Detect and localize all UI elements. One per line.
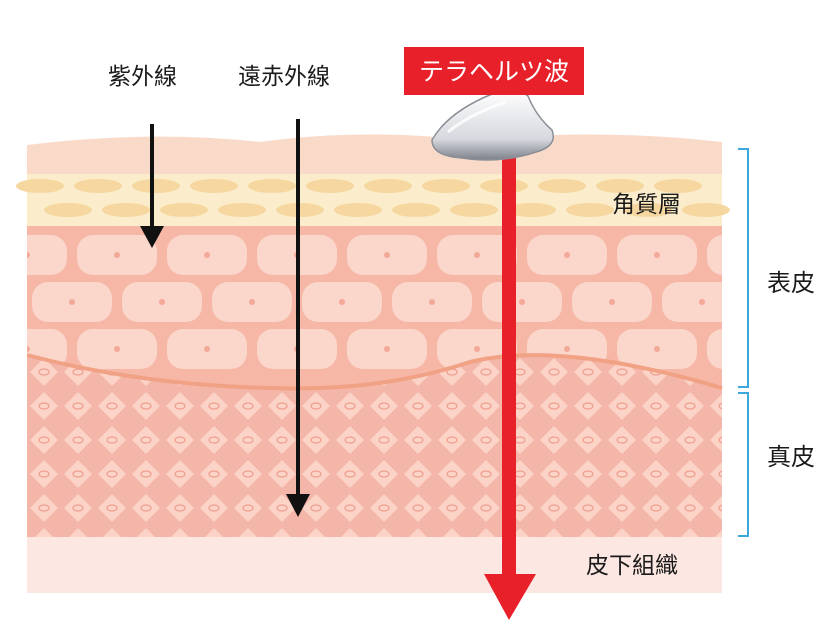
corneum-cell (334, 203, 382, 217)
cell-nucleus (339, 299, 345, 305)
terahertz-device (431, 89, 554, 161)
cell-nucleus (114, 252, 120, 258)
far-infrared-arrow (286, 119, 310, 517)
cell-nucleus (204, 346, 210, 352)
epidermis-cell (707, 329, 722, 369)
uv-label: 紫外線 (108, 64, 177, 90)
far-infrared-label: 遠赤外線 (238, 64, 330, 90)
corneum-cell (160, 203, 208, 217)
corneum-cell (132, 179, 180, 193)
skin-surface (27, 134, 722, 176)
cell-nucleus (27, 346, 30, 352)
corneum-cell (44, 203, 92, 217)
corneum-cell (190, 179, 238, 193)
cell-nucleus (654, 252, 660, 258)
cell-nucleus (384, 346, 390, 352)
corneum-cell (422, 179, 470, 193)
corneum-cell (682, 203, 730, 217)
corneum-cell (306, 179, 354, 193)
corneum-cell (102, 203, 150, 217)
cell-nucleus (474, 252, 480, 258)
cell-nucleus (564, 346, 570, 352)
cell-nucleus (474, 346, 480, 352)
corneum-cell (596, 179, 644, 193)
uv-arrow (140, 124, 164, 248)
cell-nucleus (654, 346, 660, 352)
corneum-cell (566, 203, 614, 217)
stratum-corneum-label: 角質層 (612, 192, 681, 218)
cell-nucleus (519, 299, 525, 305)
dermis-boundary (26, 353, 723, 391)
dermis-bracket (738, 392, 749, 537)
terahertz-label: テラヘルツ波 (404, 47, 585, 95)
cell-nucleus (699, 299, 705, 305)
cell-nucleus (249, 299, 255, 305)
corneum-cells (16, 179, 730, 217)
epidermis-bracket (738, 148, 749, 388)
epidermis-cell (707, 235, 722, 275)
dermis-band (27, 355, 722, 537)
cell-nucleus (609, 299, 615, 305)
dermis-label: 真皮 (767, 443, 815, 471)
corneum-cell (248, 179, 296, 193)
epidermis-cell (27, 235, 67, 275)
terahertz-arrow (484, 158, 536, 620)
cell-nucleus (114, 346, 120, 352)
corneum-cell (392, 203, 440, 217)
cell-nucleus (27, 252, 30, 258)
epidermis-cell (662, 282, 722, 322)
cell-nucleus (159, 299, 165, 305)
cell-nucleus (384, 252, 390, 258)
cell-nucleus (429, 299, 435, 305)
corneum-cell (538, 179, 586, 193)
subcutaneous-label: 皮下組織 (586, 553, 678, 579)
cell-nucleus (69, 299, 75, 305)
corneum-cell (16, 179, 64, 193)
epidermis-label: 表皮 (767, 269, 815, 297)
corneum-cell (218, 203, 266, 217)
cell-nucleus (564, 252, 570, 258)
corneum-cell (654, 179, 702, 193)
corneum-cell (364, 179, 412, 193)
corneum-cell (74, 179, 122, 193)
corneum-cell (624, 203, 672, 217)
subcutaneous-band (27, 537, 722, 593)
cell-nucleus (204, 252, 210, 258)
corneum-cell (508, 203, 556, 217)
corneum-cell (450, 203, 498, 217)
